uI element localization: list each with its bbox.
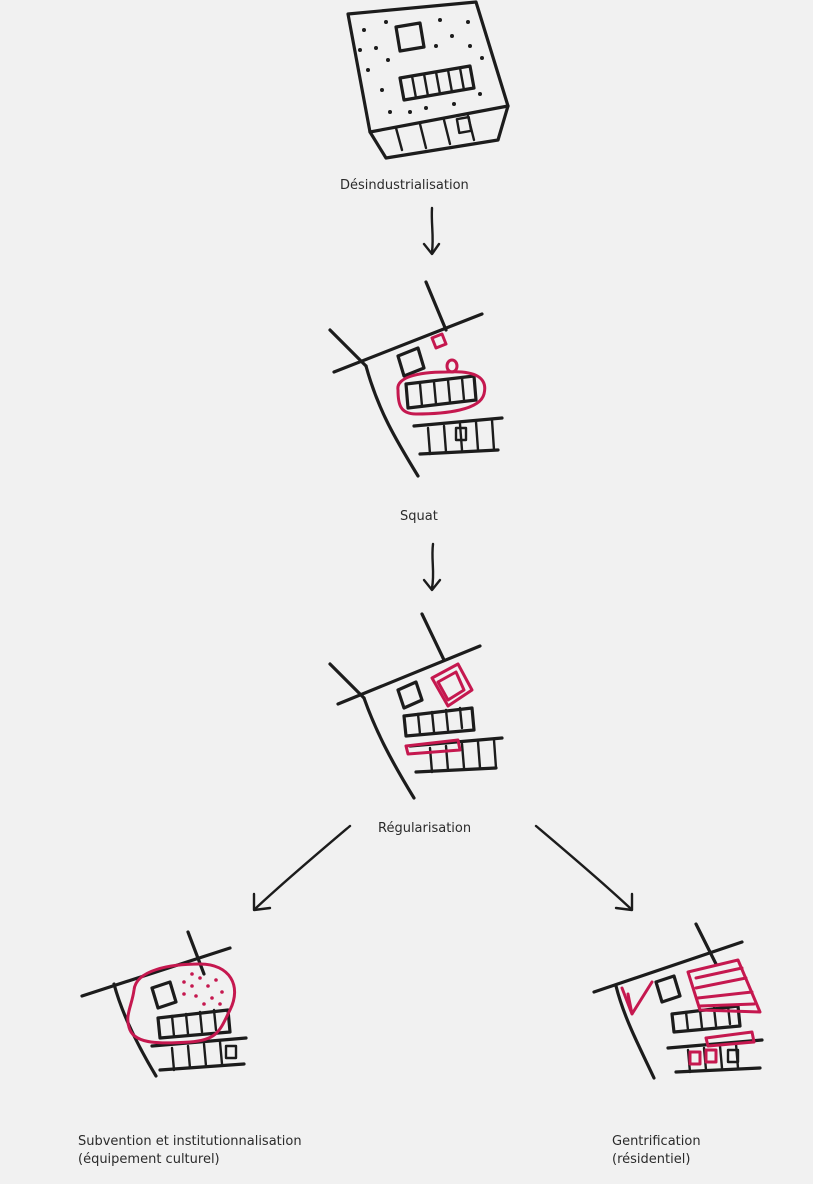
sketch-subvention [80, 930, 255, 1080]
stage-label-squat: Squat [400, 509, 438, 524]
sketch-squat [326, 280, 506, 480]
arrow-down-1 [418, 206, 448, 264]
outcome-label-subvention: Subvention et institutionnalisation (équ… [78, 1133, 302, 1169]
stage-label-regularisation: Régularisation [378, 821, 472, 836]
stage-label-desindustrialisation: Désindustrialisation [340, 178, 469, 193]
sketch-regularisation [326, 612, 506, 802]
sketch-desindustrialisation [330, 0, 510, 165]
arrow-to-gentrification [532, 822, 642, 918]
outcome-gentrification-line2: (résidentiel) [612, 1152, 691, 1167]
outcome-label-gentrification: Gentrification (résidentiel) [612, 1133, 701, 1169]
outcome-subvention-line1: Subvention et institutionnalisation [78, 1134, 302, 1149]
sketch-gentrification [592, 922, 772, 1082]
arrow-to-subvention [246, 822, 356, 918]
outcome-subvention-line2: (équipement culturel) [78, 1152, 220, 1167]
arrow-down-2 [419, 542, 449, 600]
outcome-gentrification-line1: Gentrification [612, 1134, 701, 1149]
